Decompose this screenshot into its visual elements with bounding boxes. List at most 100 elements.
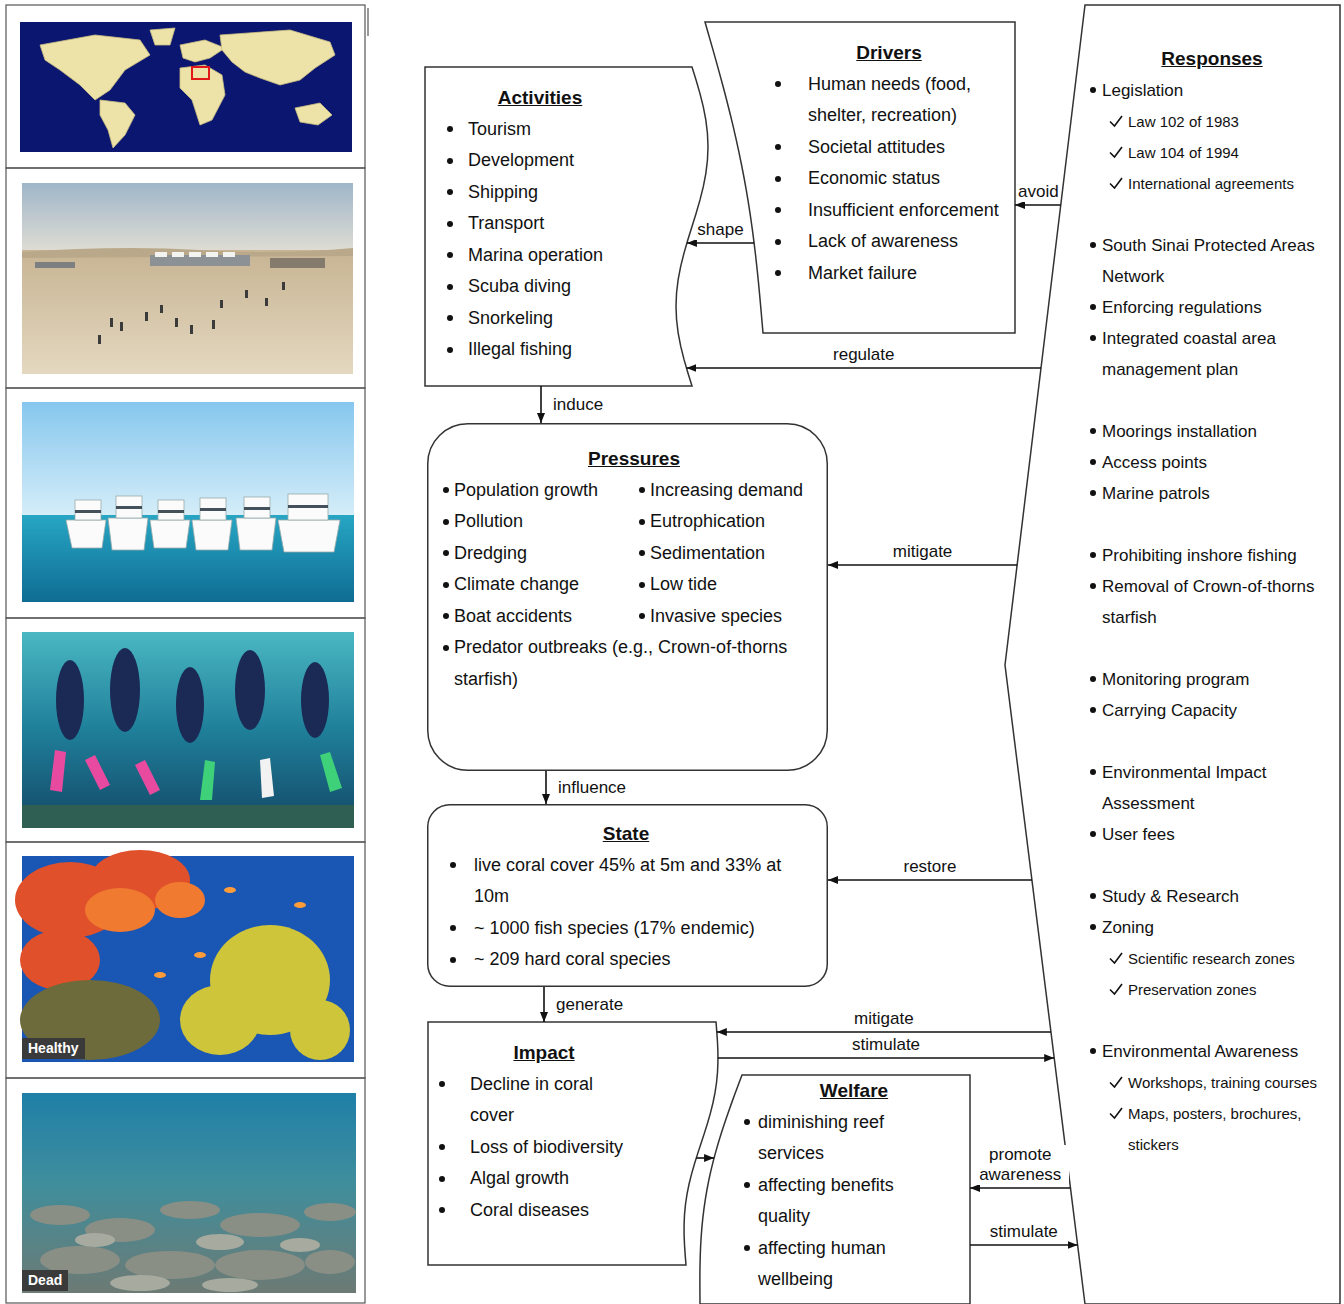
- list-marker: [1090, 75, 1102, 106]
- list-item-text: Maps, posters, brochures, stickers: [1128, 1098, 1334, 1160]
- arrow-label: influence: [556, 778, 628, 798]
- list-item-text: Population growth: [454, 475, 639, 507]
- bullet-dot: [775, 81, 781, 87]
- box-border: [1005, 5, 1340, 1304]
- list-item-text: Climate change: [454, 569, 639, 601]
- list-marker: [450, 850, 474, 882]
- list-row: Prohibiting inshore fishing: [1090, 540, 1334, 571]
- check-stroke: [1110, 953, 1122, 963]
- bullet-dot: [1090, 459, 1096, 465]
- list-marker: [1090, 447, 1102, 478]
- list-row: Monitoring program: [1090, 664, 1334, 695]
- flow-arrow: [970, 1187, 1070, 1189]
- list-row: live coral cover 45% at 5m and 33% at 10…: [450, 850, 813, 913]
- list-marker: [439, 1163, 470, 1195]
- bullet-dot: [1090, 893, 1096, 899]
- list-row: User fees: [1090, 819, 1334, 850]
- check-mark: [1108, 981, 1124, 997]
- list-row: ~ 209 hard coral species: [450, 944, 813, 976]
- list-row: Human needs (food, shelter, recreation): [775, 69, 1000, 132]
- box-heading: Pressures: [448, 443, 821, 475]
- list-marker: [1090, 757, 1102, 788]
- list-marker: [1108, 943, 1128, 974]
- bullet-dot: [443, 645, 449, 651]
- list-item-text: Algal growth: [470, 1163, 638, 1195]
- arrow-label: mitigate: [891, 542, 955, 562]
- list-marker: [450, 944, 474, 976]
- arrow-label: restore: [901, 857, 958, 877]
- list-item-text: ~ 1000 fish species (17% endemic): [474, 913, 813, 945]
- bullet-dot: [1090, 1048, 1096, 1054]
- bullet-dot: [775, 144, 781, 150]
- flow-arrow: [970, 1244, 1078, 1246]
- sub-list-row: Scientific research zones: [1108, 943, 1334, 974]
- bullet-dot: [443, 550, 449, 556]
- list-row: Market failure: [775, 258, 1000, 290]
- bullet-dot: [439, 1176, 445, 1182]
- box-content: ImpactDecline in coral coverLoss of biod…: [428, 1022, 718, 1232]
- box-border: [705, 22, 1015, 333]
- bullet-dot: [447, 347, 453, 353]
- list-marker: [439, 1132, 470, 1164]
- list-marker: [775, 226, 808, 258]
- arrow-label: mitigate: [852, 1009, 916, 1029]
- bullet-dot: [1090, 304, 1096, 310]
- flow-arrow: [828, 564, 1017, 566]
- impact-box: ImpactDecline in coral coverLoss of biod…: [428, 1022, 718, 1265]
- list-row: Snorkeling: [447, 303, 680, 335]
- list-row: affecting benefits quality: [744, 1170, 930, 1233]
- list-marker: [1108, 106, 1128, 137]
- bullet-dot: [1090, 242, 1096, 248]
- bullet-dot: [447, 189, 453, 195]
- list-item-text: Development: [468, 145, 680, 177]
- list-row: Coral diseases: [439, 1195, 638, 1227]
- list-item-text: Legislation: [1102, 75, 1334, 106]
- arrow-label: stimulate: [850, 1035, 922, 1055]
- list-row: Carrying Capacity: [1090, 695, 1334, 726]
- box-border: [425, 67, 708, 386]
- box-content: ActivitiesTourismDevelopmentShippingTran…: [425, 67, 715, 372]
- list-item-text: ~ 209 hard coral species: [474, 944, 813, 976]
- sub-list-row: Maps, posters, brochures, stickers: [1108, 1098, 1334, 1160]
- list-item-text: Access points: [1102, 447, 1334, 478]
- list-item-text: affecting human wellbeing: [758, 1233, 930, 1296]
- bullet-dot: [1090, 676, 1096, 682]
- flow-arrow: [540, 386, 542, 423]
- list-row: Integrated coastal area management plan: [1090, 323, 1334, 385]
- list-row: Loss of biodiversity: [439, 1132, 638, 1164]
- list-item-text: Preservation zones: [1128, 974, 1334, 1005]
- list-item-text: Pollution: [454, 506, 639, 538]
- bullet-dot: [1090, 335, 1096, 341]
- arrow-label: shape: [695, 220, 745, 240]
- list-row: Moorings installation: [1090, 416, 1334, 447]
- list-item-text: Snorkeling: [468, 303, 680, 335]
- list-row: Societal attitudes: [775, 132, 1000, 164]
- pressures-box: PressuresPopulation growthIncreasing dem…: [427, 423, 828, 771]
- list-marker: [1108, 1098, 1128, 1129]
- bullet-dot: [639, 519, 645, 525]
- arrow-label: stimulate: [988, 1222, 1060, 1242]
- list-row: Algal growth: [439, 1163, 638, 1195]
- list-marker: [1090, 571, 1102, 602]
- list-item-text: South Sinai Protected Areas Network: [1102, 230, 1334, 292]
- list-item-text: Transport: [468, 208, 680, 240]
- list-row: Removal of Crown-of-thorns starfish: [1090, 571, 1334, 633]
- list-marker: [639, 538, 650, 570]
- list-marker: [1090, 323, 1102, 354]
- box-content: ResponsesLegislationLaw 102 of 1983Law 1…: [1005, 5, 1340, 1164]
- list-marker: [447, 114, 468, 146]
- flow-arrow: [686, 367, 1041, 369]
- list-marker: [1090, 230, 1102, 261]
- bullet-dot: [1090, 428, 1096, 434]
- list-marker: [443, 538, 454, 570]
- list-marker: [439, 1069, 470, 1101]
- bullet-dot: [1090, 552, 1096, 558]
- bullet-dot: [744, 1245, 750, 1251]
- list-marker: [447, 145, 468, 177]
- list-item-text: Environmental Awareness: [1102, 1036, 1334, 1067]
- sub-list-row: Preservation zones: [1108, 974, 1334, 1005]
- list-item-text: Decline in coral cover: [470, 1069, 638, 1132]
- bullet-dot: [775, 207, 781, 213]
- list-row: Lack of awareness: [775, 226, 1000, 258]
